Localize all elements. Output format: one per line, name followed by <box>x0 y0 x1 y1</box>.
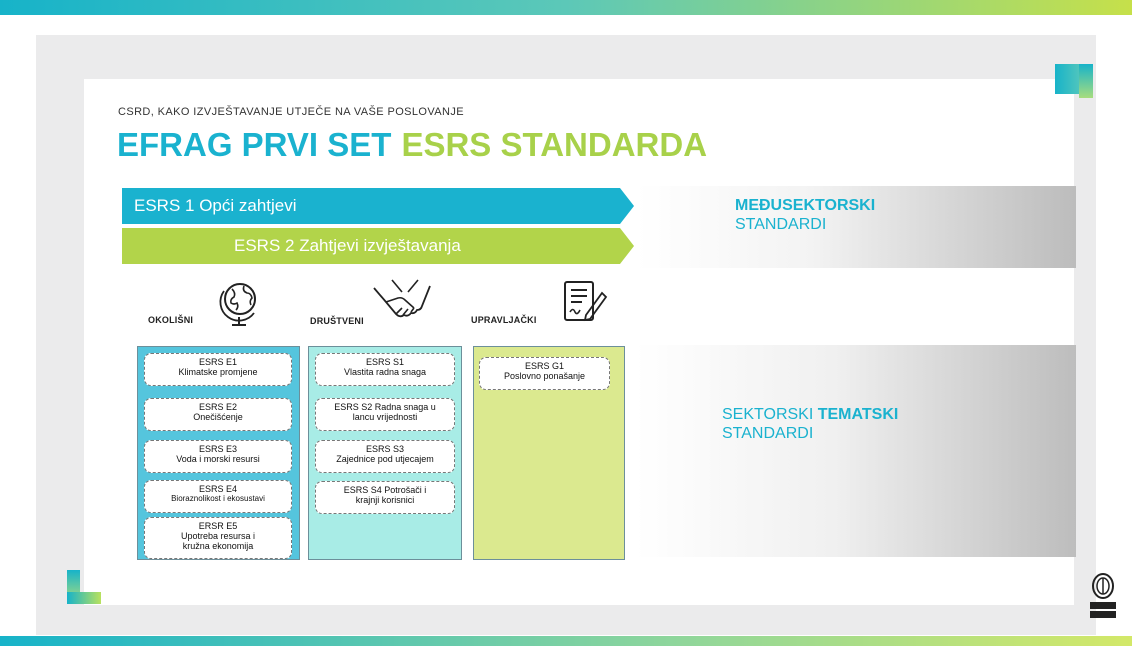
card-esrs-s3: ESRS S3 Zajednice pod utjecajem <box>315 440 455 473</box>
cross-sector-label: MEĐUSEKTORSKI STANDARDI <box>735 196 875 234</box>
cross-sector-bold: MEĐUSEKTORSKI <box>735 197 876 214</box>
sector-rest: STANDARDI <box>722 425 814 442</box>
top-gradient-bar <box>0 0 1132 15</box>
card-line1: ESRS S2 Radna snaga u <box>334 402 436 412</box>
card-code: ESRS E1 <box>198 357 238 367</box>
category-governance: UPRAVLJAČKI <box>471 315 537 325</box>
handshake-icon <box>373 279 431 318</box>
card-code: ESRS S3 <box>365 444 405 454</box>
document-sign-icon <box>564 281 608 322</box>
bureau-veritas-logo <box>1090 573 1116 618</box>
cross-sector-band <box>636 186 1076 268</box>
card-code: ESRS G1 <box>524 361 564 371</box>
card-code: ESRS E4 <box>198 484 238 494</box>
esrs1-arrow: ESRS 1 Opći zahtjevi <box>122 188 634 224</box>
card-line2: lancu vrijednosti <box>352 412 418 422</box>
title-part-1: EFRAG PRVI SET <box>117 126 392 163</box>
card-name: Voda i morski resursi <box>176 454 260 464</box>
card-esrs-s1: ESRS S1 Vlastita radna snaga <box>315 353 455 386</box>
sector-bold: TEMATSKI <box>817 406 899 423</box>
card-esrs-g1: ESRS G1 Poslovno ponašanje <box>479 357 610 390</box>
slide-subtitle: CSRD, KAKO IZVJEŠTAVANJE UTJEČE NA VAŠE … <box>118 106 465 118</box>
card-name: Zajednice pod utjecajem <box>336 454 434 464</box>
card-name-line1: Upotreba resursa i <box>180 531 256 541</box>
sector-thematic-label: SEKTORSKI TEMATSKI STANDARDI <box>722 405 898 443</box>
card-esrs-e2: ESRS E2 Onečišćenje <box>144 398 292 431</box>
card-line2: krajnji korisnici <box>355 495 415 505</box>
card-name: Poslovno ponašanje <box>503 371 586 381</box>
category-social: DRUŠTVENI <box>310 316 364 326</box>
category-environmental: OKOLIŠNI <box>148 315 194 325</box>
card-esrs-s4: ESRS S4 Potrošači i krajnji korisnici <box>315 481 455 514</box>
card-code: ESRS S1 <box>365 357 405 367</box>
cross-sector-rest: STANDARDI <box>735 216 827 233</box>
card-name: Onečišćenje <box>193 412 243 422</box>
card-name-line2: kružna ekonomija <box>182 541 254 551</box>
card-esrs-e3: ESRS E3 Voda i morski resursi <box>144 440 292 473</box>
esrs1-label: ESRS 1 Opći zahtjevi <box>134 196 297 215</box>
bottom-gradient-bar <box>0 636 1132 646</box>
esrs2-arrow: ESRS 2 Zahtjevi izvještavanja <box>122 228 634 264</box>
card-esrs-e1: ESRS E1 Klimatske promjene <box>144 353 292 386</box>
card-name: Bioraznolikost i ekosustavi <box>171 494 265 503</box>
card-ersr-e5: ERSR E5 Upotreba resursa i kružna ekonom… <box>144 517 292 559</box>
card-esrs-s2: ESRS S2 Radna snaga u lancu vrijednosti <box>315 398 455 431</box>
card-name: Klimatske promjene <box>178 367 258 377</box>
title-part-2: ESRS STANDARDA <box>401 126 708 163</box>
globe-icon <box>219 283 256 326</box>
card-code: ERSR E5 <box>198 521 238 531</box>
corner-accent-bottom-left <box>67 592 101 604</box>
card-name: Vlastita radna snaga <box>343 367 427 377</box>
esrs2-label: ESRS 2 Zahtjevi izvještavanja <box>234 236 461 255</box>
card-esrs-e4: ESRS E4 Bioraznolikost i ekosustavi <box>144 480 292 513</box>
corner-accent-top-right-vertical <box>1079 64 1093 98</box>
card-line1: ESRS S4 Potrošači i <box>343 485 427 495</box>
card-code: ESRS E2 <box>198 402 238 412</box>
card-code: ESRS E3 <box>198 444 238 454</box>
sector-band <box>636 345 1076 557</box>
sector-plain: SEKTORSKI <box>722 406 818 423</box>
